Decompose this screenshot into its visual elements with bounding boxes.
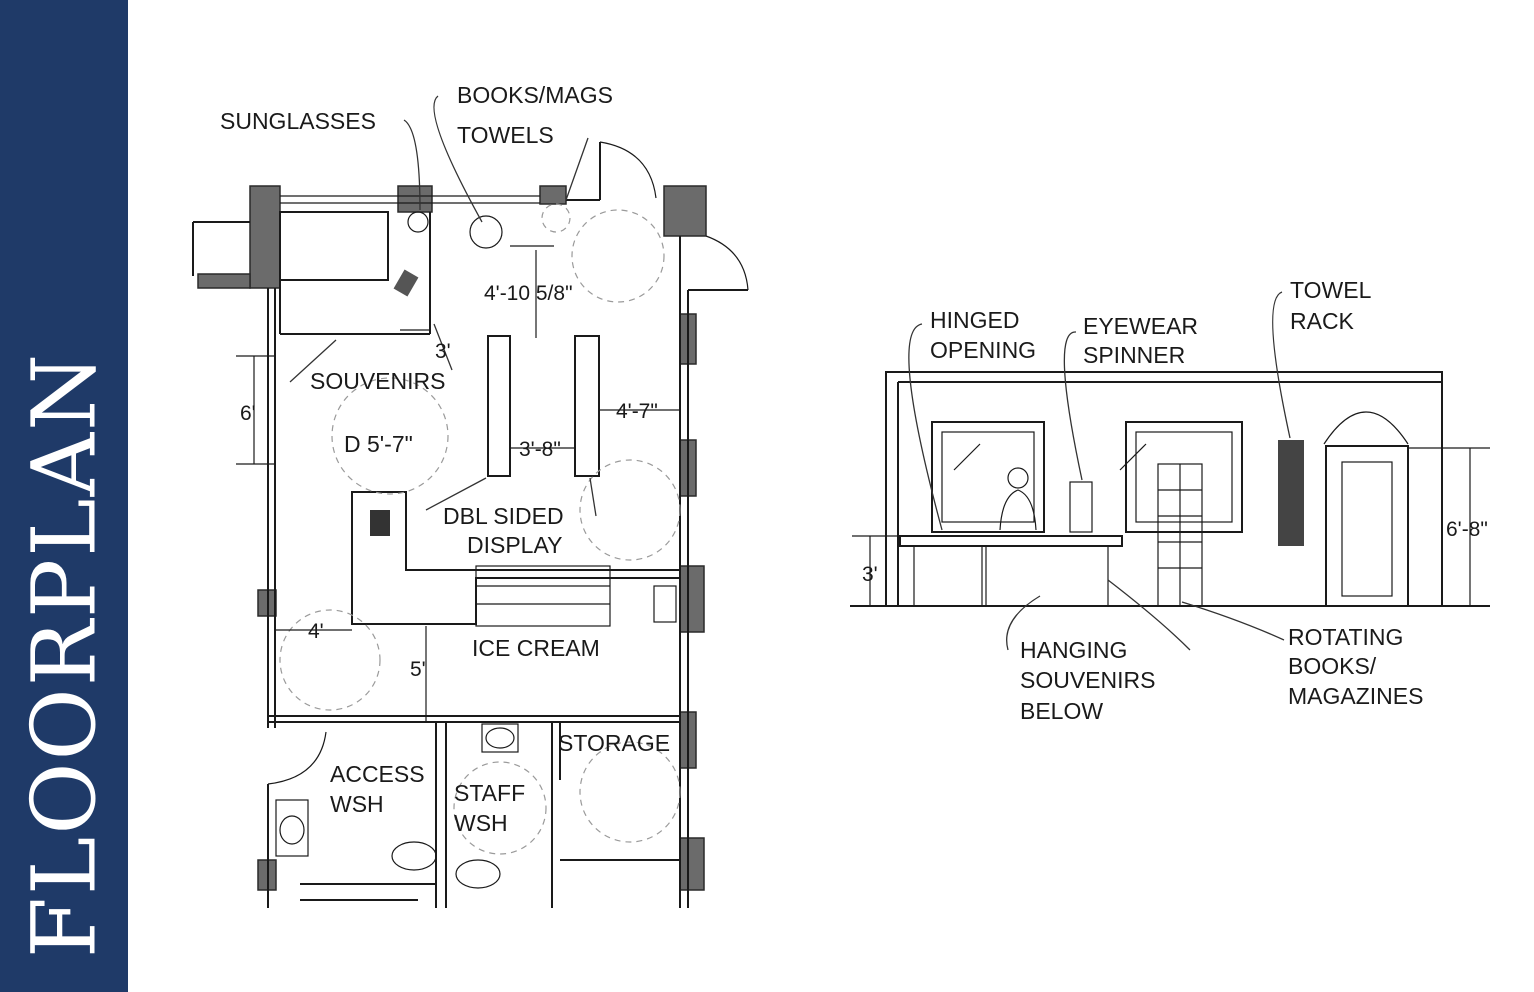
label-towels: TOWELS [457, 122, 554, 148]
label-hinged: HINGED [930, 307, 1019, 333]
elevation-drawing [850, 291, 1490, 651]
label-rotating: ROTATING [1288, 624, 1403, 650]
dim-4-10: 4'-10 5/8" [484, 282, 573, 305]
label-souvenirs: SOUVENIRS [310, 368, 445, 394]
dim-4-7: 4'-7" [616, 400, 658, 423]
label-below: BELOW [1020, 698, 1103, 724]
dim-d-5-7: D 5'-7" [344, 431, 413, 457]
plan-walls [197, 185, 707, 891]
label-display: DISPLAY [467, 532, 562, 558]
label-magazines: MAGAZINES [1288, 683, 1423, 709]
label-books: BOOKS/ [1288, 653, 1377, 679]
dim-4: 4' [308, 620, 324, 643]
dim-3-8: 3'-8" [519, 438, 561, 461]
dim-5: 5' [410, 658, 426, 681]
label-access-wsh: WSH [330, 791, 384, 817]
sidebar: FLOORPLAN [0, 0, 128, 992]
label-storage: STORAGE [558, 730, 670, 756]
label-hanging: HANGING [1020, 637, 1127, 663]
label-spinner: SPINNER [1083, 342, 1185, 368]
label-sunglasses: SUNGLASSES [220, 108, 376, 134]
dim-counter-height: 3' [862, 563, 878, 586]
label-rack: RACK [1290, 308, 1355, 334]
dim-6: 6' [240, 402, 256, 425]
label-staff-wsh: WSH [454, 810, 508, 836]
label-ice-cream: ICE CREAM [472, 635, 600, 661]
label-books-mags: BOOKS/MAGS [457, 82, 613, 108]
label-towel: TOWEL [1290, 277, 1372, 303]
dim-door-height: 6'-8" [1446, 518, 1488, 541]
label-opening: OPENING [930, 337, 1036, 363]
dim-3: 3' [435, 340, 451, 363]
label-dbl-sided: DBL SIDED [443, 503, 564, 529]
label-access: ACCESS [330, 761, 425, 787]
label-eyewear: EYEWEAR [1083, 313, 1198, 339]
label-staff: STAFF [454, 780, 525, 806]
label-souvenirs-elev: SOUVENIRS [1020, 667, 1155, 693]
floor-plan [192, 95, 749, 908]
